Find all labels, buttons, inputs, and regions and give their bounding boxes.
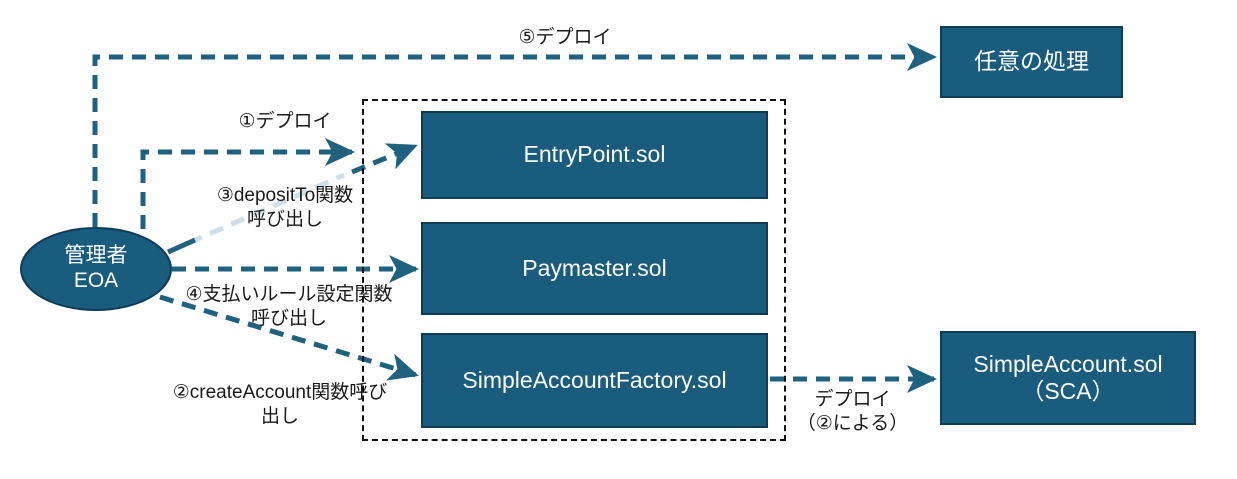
edge-deploy-1-arrow — [140, 138, 355, 275]
node-entrypoint[interactable]: EntryPoint.sol — [421, 111, 768, 199]
edge-deploy-5-arrow — [92, 43, 937, 250]
node-arbitrary-process[interactable]: 任意の処理 — [940, 26, 1123, 98]
node-simple-account[interactable]: SimpleAccount.sol （SCA） — [940, 331, 1196, 425]
edge-deposit-to-3-arrow — [166, 237, 197, 255]
edge-deposit-to-3-faint — [166, 172, 346, 255]
node-admin-eoa[interactable]: 管理者 EOA — [20, 227, 172, 311]
node-simple-account-factory[interactable]: SimpleAccountFactory.sol — [421, 333, 768, 428]
contracts-group-container — [362, 99, 786, 441]
node-paymaster[interactable]: Paymaster.sol — [421, 222, 768, 315]
